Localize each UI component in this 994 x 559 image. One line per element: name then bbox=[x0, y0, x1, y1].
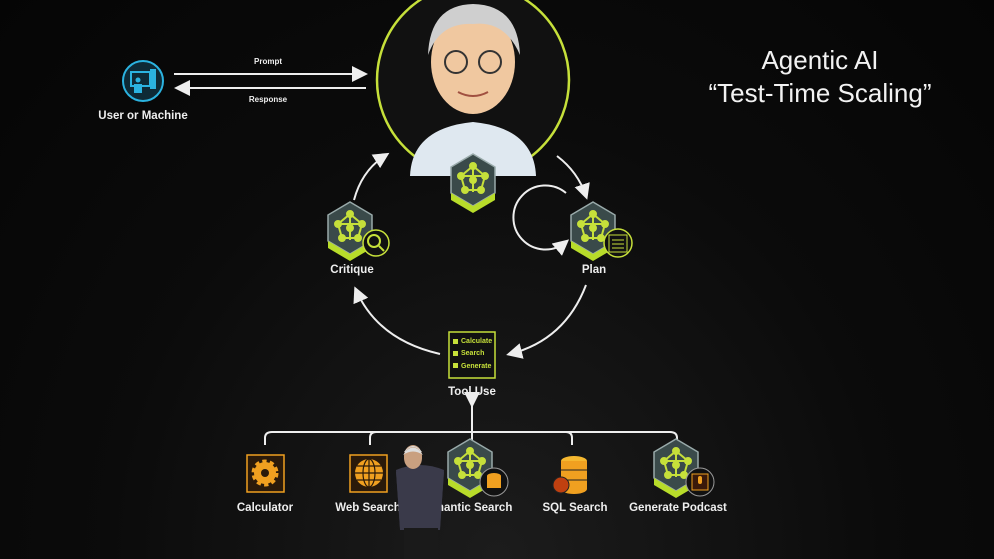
plan-label: Plan bbox=[581, 264, 607, 276]
loop-arrow-plan-to-tool bbox=[506, 284, 587, 359]
loop-arrow-critique-to-agent bbox=[353, 152, 390, 201]
tool-label-semantic-search: Semantic Search bbox=[419, 502, 513, 514]
magnifier-icon bbox=[362, 229, 390, 257]
tool-item-calculate: Calculate bbox=[461, 338, 493, 345]
critique-hex-icon bbox=[327, 201, 373, 262]
tool-use-label: Tool Use bbox=[448, 386, 496, 398]
checklist-icon bbox=[603, 228, 633, 258]
tool-box-items: Calculate Search Generate bbox=[461, 336, 492, 373]
globe-icon bbox=[349, 454, 388, 493]
response-label: Response bbox=[248, 95, 288, 104]
microphone-badge-icon bbox=[685, 467, 715, 497]
tool-label-web-search: Web Search bbox=[335, 502, 401, 514]
avatar bbox=[375, 0, 571, 178]
tool-label-calculator: Calculator bbox=[236, 502, 294, 514]
gear-icon bbox=[246, 454, 285, 493]
loop-arrow-tool-to-critique bbox=[353, 286, 441, 355]
prompt-label: Prompt bbox=[254, 57, 282, 66]
loop-arrow-agent-to-plan bbox=[556, 155, 590, 200]
neural-network-hex-icon bbox=[450, 153, 496, 214]
tool-label-sql-search: SQL Search bbox=[542, 502, 608, 514]
tool-item-search: Search bbox=[461, 350, 485, 358]
database-badge-icon bbox=[479, 467, 509, 497]
tool-item-generate: Generate bbox=[461, 362, 492, 370]
critique-label: Critique bbox=[330, 264, 374, 276]
slide-title-line2: “Test-Time Scaling” bbox=[708, 78, 932, 108]
user-label: User or Machine bbox=[98, 110, 188, 122]
sql-database-icon bbox=[552, 456, 587, 494]
self-loop-arrow bbox=[512, 184, 570, 256]
slide-title-line1: Agentic AI bbox=[761, 45, 879, 75]
user-monitor-icon bbox=[122, 60, 164, 102]
tool-label-generate-podcast: Generate Podcast bbox=[629, 502, 727, 514]
